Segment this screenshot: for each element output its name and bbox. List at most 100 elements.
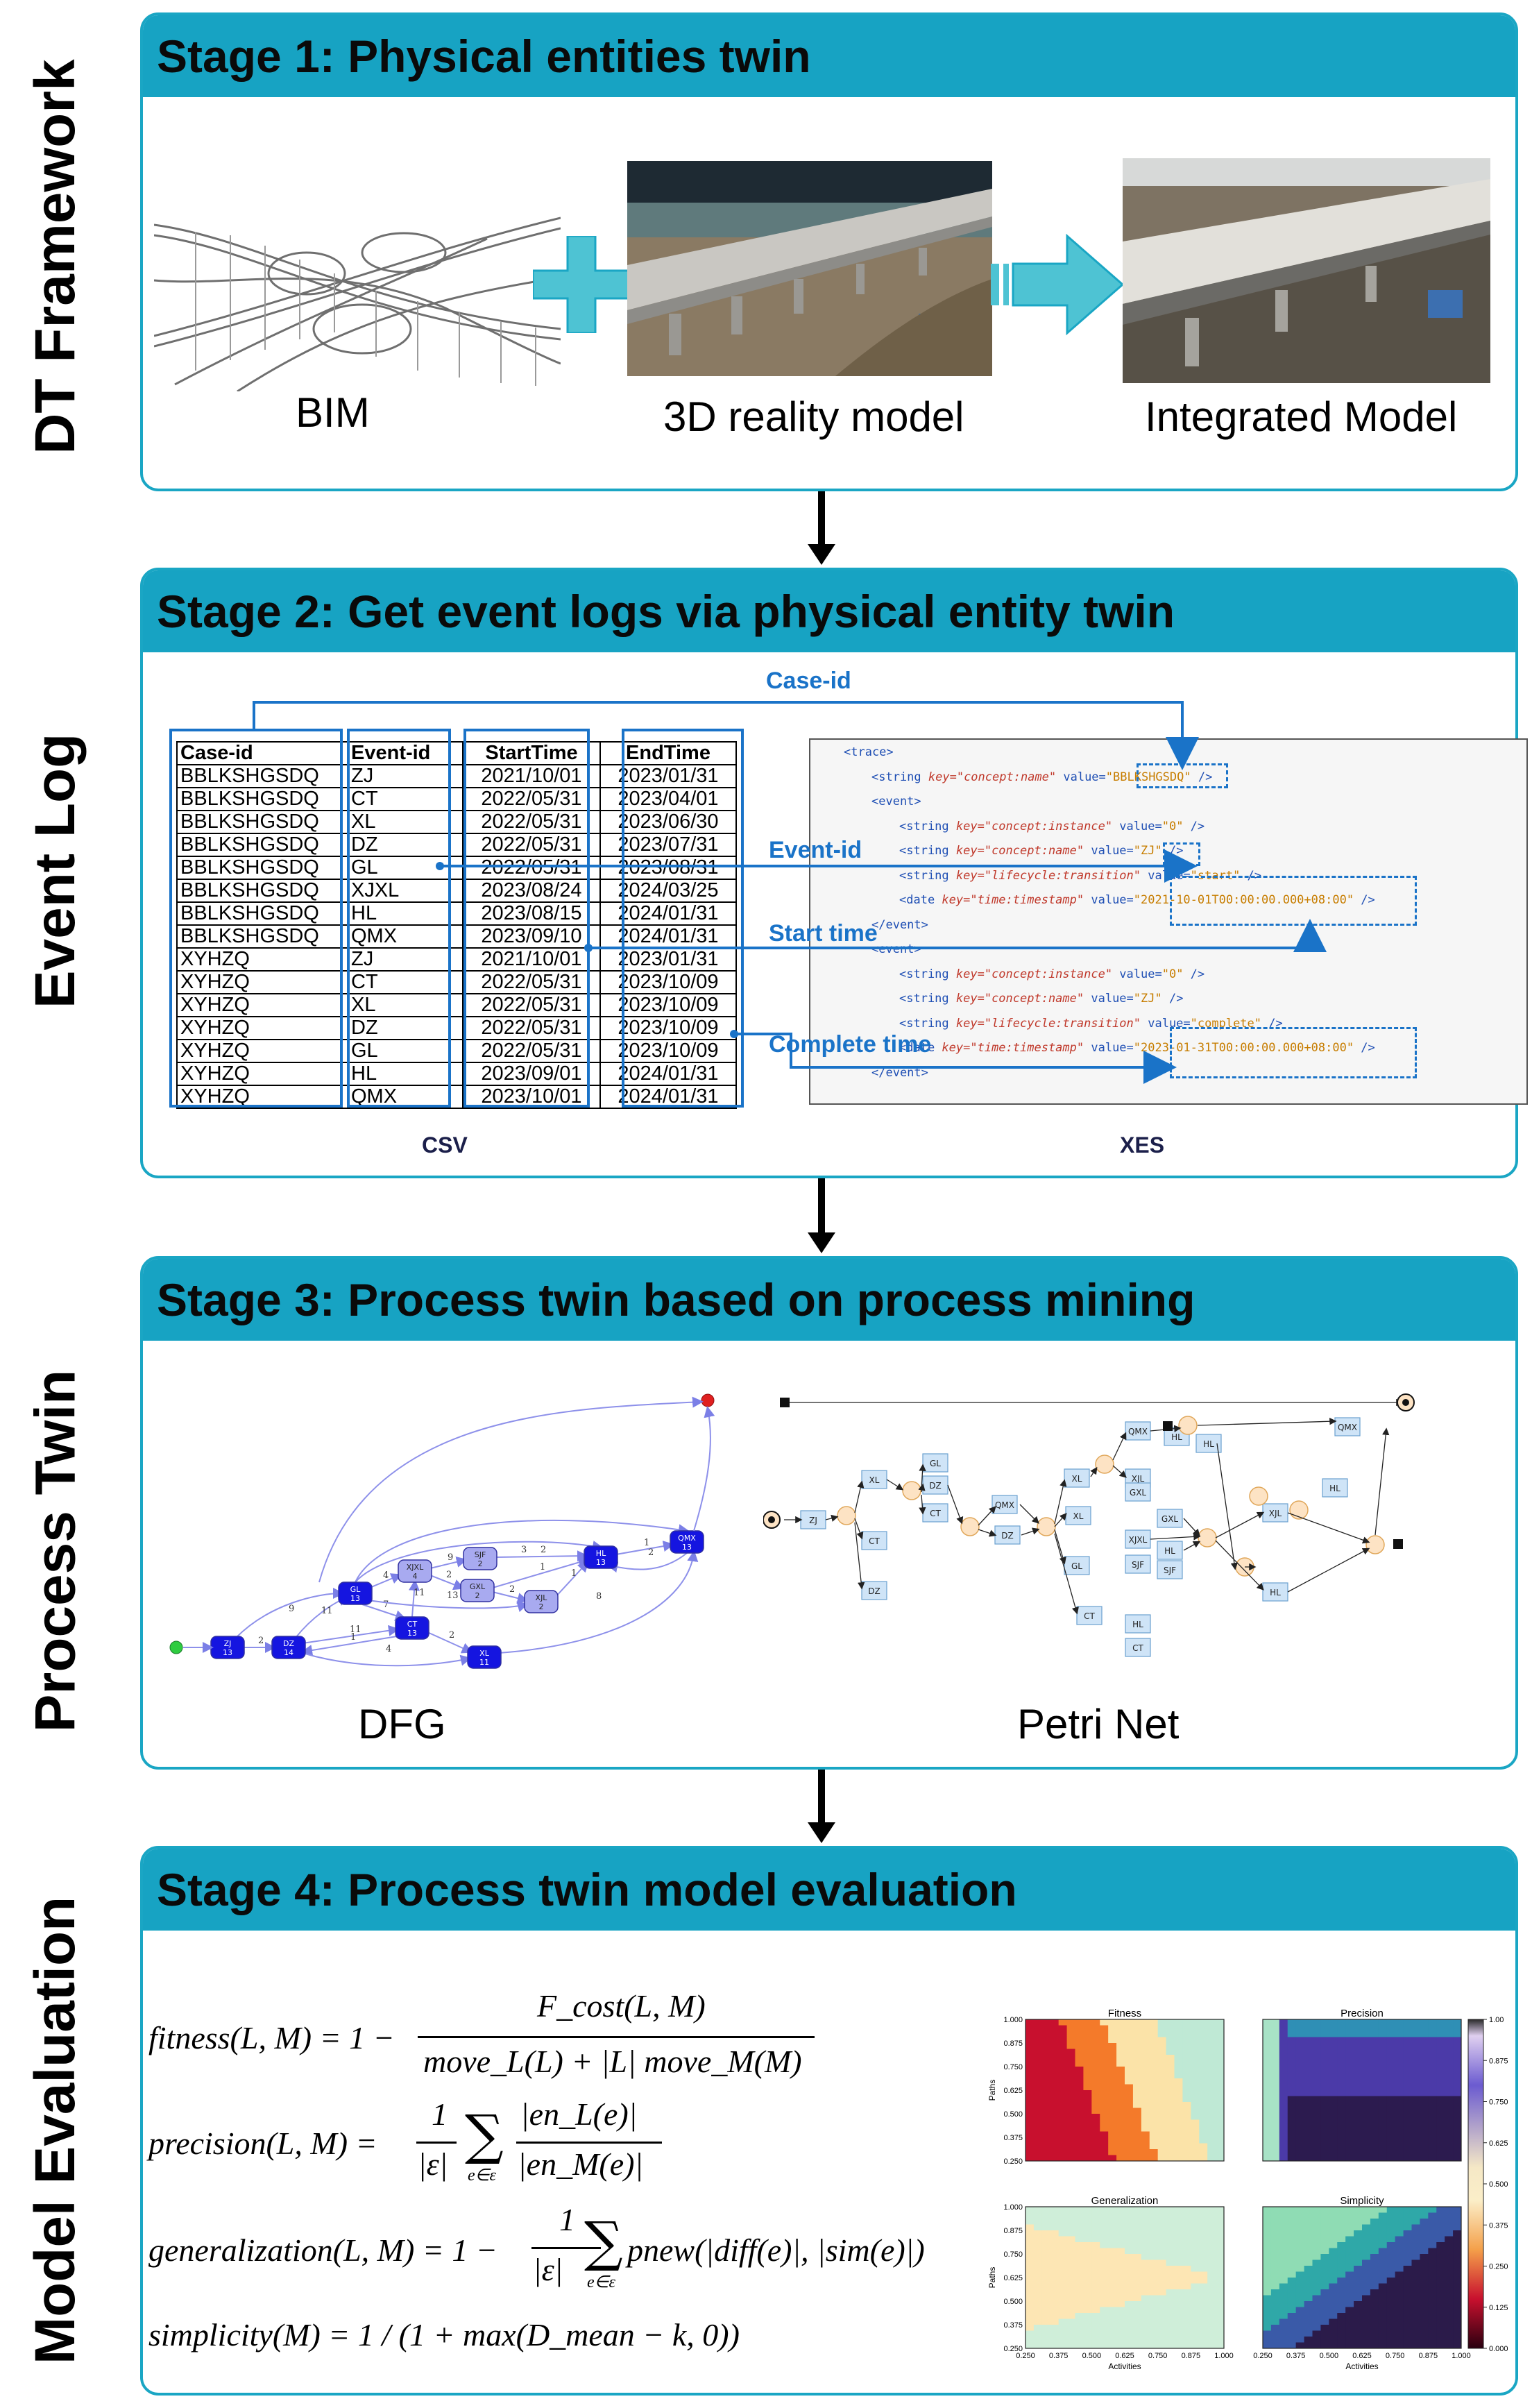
- heatmap-cell: [1453, 2271, 1462, 2278]
- heatmap-cell: [1141, 2295, 1150, 2302]
- heatmap-cell: [1436, 2060, 1445, 2067]
- heatmap-cell: [1033, 2131, 1043, 2138]
- heatmap-cell: [1436, 2119, 1445, 2126]
- heatmap-cell: [1083, 2096, 1092, 2103]
- heatmap-cell: [1345, 2090, 1354, 2096]
- heatmap-cell: [1270, 2108, 1280, 2114]
- heatmap-cell: [1445, 2060, 1454, 2067]
- heatmap-cell: [1270, 2031, 1280, 2037]
- heatmap-cell: [1075, 2037, 1084, 2044]
- heatmap-cell: [1033, 2325, 1043, 2331]
- heatmap-cell: [1304, 2072, 1313, 2079]
- heatmap-cell: [1100, 2242, 1109, 2248]
- heatmap-cell: [1345, 2259, 1354, 2266]
- xes-token: value=: [1141, 1016, 1191, 1031]
- heatmap-cell: [1141, 2037, 1150, 2044]
- heatmap-cell: [1329, 2090, 1338, 2096]
- heatmap-cell: [1050, 2114, 1059, 2120]
- heatmap-cell: [1320, 2212, 1329, 2219]
- heatmap-cell: [1386, 2337, 1396, 2343]
- heatmap-cell: [1378, 2060, 1388, 2067]
- heatmap-cell: [1033, 2254, 1043, 2260]
- heatmap-cell: [1075, 2108, 1084, 2114]
- heatmap-cell: [1420, 2230, 1429, 2237]
- heatmap-cell: [1428, 2236, 1437, 2243]
- heatmap-cell: [1199, 2155, 1208, 2162]
- heatmap-cell: [1083, 2137, 1092, 2144]
- heatmap-cell: [1182, 2049, 1191, 2055]
- heatmap-cell: [1453, 2084, 1462, 2091]
- heatmap-cell: [1091, 2090, 1100, 2096]
- heatmap-cell: [1295, 2096, 1305, 2103]
- heatmap-cell: [1141, 2212, 1150, 2219]
- heatmap-cell: [1182, 2230, 1191, 2237]
- heatmap-cell: [1403, 2114, 1412, 2120]
- heatmap-cell: [1050, 2254, 1059, 2260]
- heatmap-cell: [1091, 2295, 1100, 2302]
- heatmap-cell: [1050, 2060, 1059, 2067]
- heatmap-cell: [1041, 2114, 1051, 2120]
- dfg-edge: [409, 1579, 420, 1618]
- heatmap-cell: [1395, 2043, 1404, 2049]
- heatmap-cell: [1157, 2248, 1167, 2255]
- heatmap-cell: [1287, 2060, 1297, 2067]
- heatmap-cell: [1263, 2084, 1272, 2091]
- heatmap-cell: [1108, 2207, 1117, 2213]
- heatmap-cell: [1108, 2301, 1117, 2307]
- heatmap-cell: [1295, 2025, 1305, 2032]
- x-tick-label: 1.000: [1452, 2352, 1471, 2360]
- heatmap-cell: [1270, 2236, 1280, 2243]
- heatmap-cell: [1182, 2043, 1191, 2049]
- heatmap-cell: [1312, 2096, 1321, 2103]
- heatmap-cell: [1041, 2067, 1051, 2073]
- svg-text:XJL: XJL: [1132, 1474, 1145, 1484]
- heatmap-cell: [1295, 2318, 1305, 2325]
- heatmap-cell: [1182, 2318, 1191, 2325]
- heatmap-cell: [1149, 2090, 1159, 2096]
- heatmap-cell: [1420, 2254, 1429, 2260]
- heatmap-cell: [1041, 2131, 1051, 2138]
- heatmap-cell: [1287, 2078, 1297, 2085]
- heatmap-cell: [1100, 2096, 1109, 2103]
- heatmap-cell: [1345, 2266, 1354, 2272]
- heatmap-cell: [1287, 2278, 1297, 2284]
- heatmap-cell: [1066, 2313, 1075, 2319]
- heatmap-cell: [1066, 2248, 1075, 2255]
- heatmap-cell: [1420, 2207, 1429, 2213]
- heatmap-cell: [1329, 2337, 1338, 2343]
- heatmap-cell: [1329, 2031, 1338, 2037]
- heatmap-cell: [1345, 2143, 1354, 2150]
- heatmap-cell: [1166, 2318, 1175, 2325]
- heatmap-cell: [1125, 2230, 1134, 2237]
- heatmap-cell: [1025, 2155, 1035, 2162]
- heatmap-cell: [1295, 2149, 1305, 2155]
- heatmap-cell: [1320, 2072, 1329, 2079]
- heatmap-cell: [1182, 2155, 1191, 2162]
- heatmap-cell: [1411, 2102, 1420, 2108]
- heatmap-cell: [1182, 2137, 1191, 2144]
- heatmap-cell: [1058, 2096, 1068, 2103]
- svg-text:HL: HL: [1164, 1546, 1175, 1556]
- heatmap-cell: [1295, 2289, 1305, 2296]
- heatmap-cell: [1320, 2043, 1329, 2049]
- heatmap-cell: [1320, 2207, 1329, 2213]
- heatmap-cell: [1386, 2259, 1396, 2266]
- heatmap-cell: [1125, 2108, 1134, 2114]
- table-cell: 2021/10/01: [462, 947, 601, 972]
- heatmap-cell: [1033, 2248, 1043, 2255]
- heatmap-cell: [1279, 2025, 1288, 2032]
- heatmap-cell: [1436, 2254, 1445, 2260]
- heatmap-cell: [1132, 2031, 1142, 2037]
- heatmap-cell: [1354, 2049, 1363, 2055]
- heatmap-cell: [1108, 2149, 1117, 2155]
- heatmap-cell: [1132, 2090, 1142, 2096]
- svg-text:HL: HL: [1171, 1432, 1182, 1442]
- heatmap-cell: [1263, 2131, 1272, 2138]
- heatmap-frame: [1025, 2019, 1225, 2162]
- heatmap-cell: [1428, 2230, 1437, 2237]
- heatmap-cell: [1108, 2278, 1117, 2284]
- reality-model-image: [627, 161, 992, 376]
- heatmap-cell: [1116, 2019, 1125, 2026]
- heatmap-cell: [1420, 2067, 1429, 2073]
